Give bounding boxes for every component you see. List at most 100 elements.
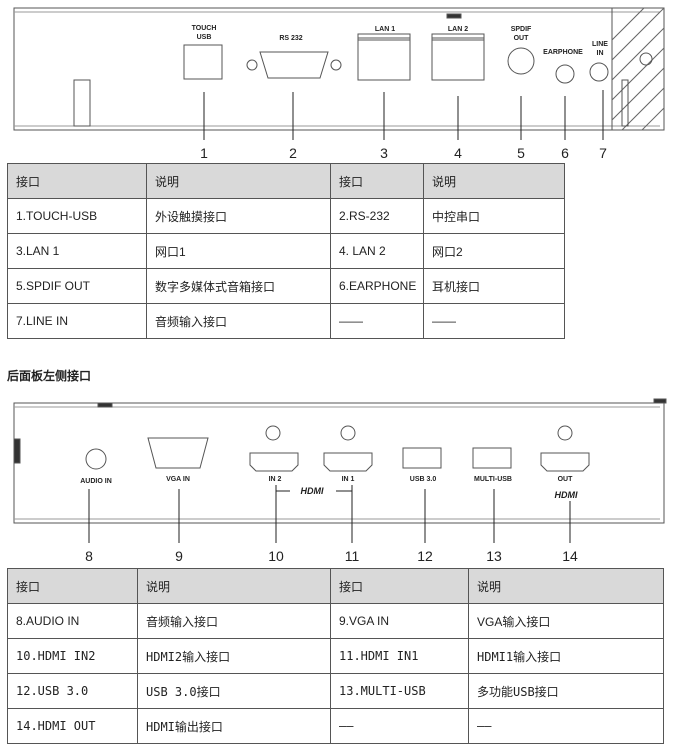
table-cell: 1.TOUCH-USB [7, 198, 147, 234]
table-cell: 12.USB 3.0 [7, 673, 138, 709]
clip-top [446, 13, 462, 19]
table-cell: —— [423, 303, 565, 339]
table-cell: 14.HDMI OUT [7, 708, 138, 744]
table-cell: —— [330, 708, 469, 744]
touch-usb-label-1: TOUCH [192, 25, 217, 32]
table-cell: 外设触摸接口 [146, 198, 331, 234]
callout-number: 2 [289, 145, 297, 161]
multi-usb-label: MULTI-USB [474, 476, 512, 483]
hdmi-group-label: HDMI [301, 486, 324, 496]
callout-number: 10 [268, 548, 284, 564]
table-cell: 5.SPDIF OUT [7, 268, 147, 304]
table-cell: 2.RS-232 [330, 198, 424, 234]
earphone-label: EARPHONE [543, 49, 583, 56]
table-cell: 6.EARPHONE [330, 268, 424, 304]
table-cell: 音频输入接口 [146, 303, 331, 339]
hdmi-in2-port [249, 452, 299, 472]
table-row: 1.TOUCH-USB 外设触摸接口 2.RS-232 中控串口 [7, 198, 565, 234]
header-cell: 接口 [7, 568, 138, 604]
table-cell: 9.VGA IN [330, 603, 469, 639]
table-cell: 4. LAN 2 [330, 233, 424, 269]
callout-number: 11 [345, 548, 360, 564]
hdmi2-screw [265, 425, 281, 441]
hdmi-in1-label: IN 1 [342, 476, 355, 483]
header-cell: 接口 [7, 163, 147, 199]
audio-in-port [85, 448, 107, 470]
line-in-port [589, 62, 609, 82]
line-in-label-2: IN [597, 50, 604, 57]
hdmi-out-port [540, 452, 590, 472]
hdmi1-screw [340, 425, 356, 441]
hatched-bracket [611, 7, 665, 131]
screw-hole [639, 52, 653, 66]
table-cell: 中控串口 [423, 198, 565, 234]
callout-number: 3 [380, 145, 388, 161]
table-row: 10.HDMI IN2 HDMI2输入接口 11.HDMI IN1 HDMI1输… [7, 638, 664, 674]
callout-number: 13 [486, 548, 502, 564]
table-cell: 多功能USB接口 [468, 673, 664, 709]
hdmi-out-logo: HDMI [555, 490, 578, 500]
header-cell: 说明 [468, 568, 664, 604]
touch-usb-label-2: USB [197, 34, 212, 41]
usb3-label: USB 3.0 [410, 476, 437, 483]
callout-number: 9 [175, 548, 183, 564]
callout-number: 8 [85, 548, 93, 564]
lan1-label: LAN 1 [375, 26, 395, 33]
table-cell: —— [468, 708, 664, 744]
callout-number: 12 [417, 548, 433, 564]
table-cell: HDMI输出接口 [137, 708, 331, 744]
header-cell: 说明 [146, 163, 331, 199]
table-row: 3.LAN 1 网口1 4. LAN 2 网口2 [7, 233, 565, 269]
table-cell: 数字多媒体式音箱接口 [146, 268, 331, 304]
table-row: 5.SPDIF OUT 数字多媒体式音箱接口 6.EARPHONE 耳机接口 [7, 268, 565, 304]
table-cell: —— [330, 303, 424, 339]
table-cell: HDMI1输入接口 [468, 638, 664, 674]
chassis-outline [13, 7, 665, 131]
table-cell: HDMI2输入接口 [137, 638, 331, 674]
table-cell: 10.HDMI IN2 [7, 638, 138, 674]
callout-number: 6 [561, 145, 569, 161]
table-row: 7.LINE IN 音频输入接口 —— —— [7, 303, 565, 339]
table-cell: VGA输入接口 [468, 603, 664, 639]
callout-number: 7 [599, 145, 607, 161]
rs232-port [259, 51, 329, 79]
table-row: 12.USB 3.0 USB 3.0接口 13.MULTI-USB 多功能USB… [7, 673, 664, 709]
spdif-label-2: OUT [514, 35, 530, 42]
spdif-label-1: SPDIF [511, 26, 532, 33]
interface-table-left: 接口 说明 接口 说明 8.AUDIO IN 音频输入接口 9.VGA IN V… [7, 568, 664, 744]
hdmi-in2-label: IN 2 [269, 476, 282, 483]
table-cell: 11.HDMI IN1 [330, 638, 469, 674]
touch-usb-port [183, 44, 223, 80]
hdmi-out-label: OUT [558, 476, 574, 483]
section-heading: 后面板左侧接口 [7, 369, 92, 383]
hdmi-out-screw [557, 425, 573, 441]
vga-in-port [147, 437, 209, 469]
table-row: 8.AUDIO IN 音频输入接口 9.VGA IN VGA输入接口 [7, 603, 664, 639]
table-cell: 音频输入接口 [137, 603, 331, 639]
side-clip [13, 438, 21, 464]
clip-top [653, 398, 667, 404]
lan2-label: LAN 2 [448, 26, 468, 33]
header-cell: 说明 [423, 163, 565, 199]
callout-number: 1 [200, 145, 208, 161]
header-cell: 接口 [330, 163, 424, 199]
earphone-port [555, 64, 575, 84]
table-cell: 7.LINE IN [7, 303, 147, 339]
rear-panel-right-svg: TOUCH USB RS 232 LAN 1 LAN 2 SPDIF OUT E… [13, 7, 665, 161]
table-cell: 3.LAN 1 [7, 233, 147, 269]
table-cell: USB 3.0接口 [137, 673, 331, 709]
audio-in-label: AUDIO IN [80, 478, 112, 485]
table-cell: 13.MULTI-USB [330, 673, 469, 709]
table-header-row: 接口 说明 接口 说明 [7, 568, 664, 604]
table-cell: 8.AUDIO IN [7, 603, 138, 639]
table-header-row: 接口 说明 接口 说明 [7, 163, 565, 199]
spdif-port [507, 47, 535, 75]
left-tab [73, 79, 91, 127]
rear-panel-right-diagram: TOUCH USB RS 232 LAN 1 LAN 2 SPDIF OUT E… [0, 0, 677, 165]
side-tab [621, 79, 629, 127]
vga-in-label: VGA IN [166, 476, 190, 483]
hdmi-in1-port [323, 452, 373, 472]
usb3-port [402, 447, 442, 469]
interface-table-right: 接口 说明 接口 说明 1.TOUCH-USB 外设触摸接口 2.RS-232 … [7, 163, 565, 339]
chassis-outline [13, 402, 665, 524]
